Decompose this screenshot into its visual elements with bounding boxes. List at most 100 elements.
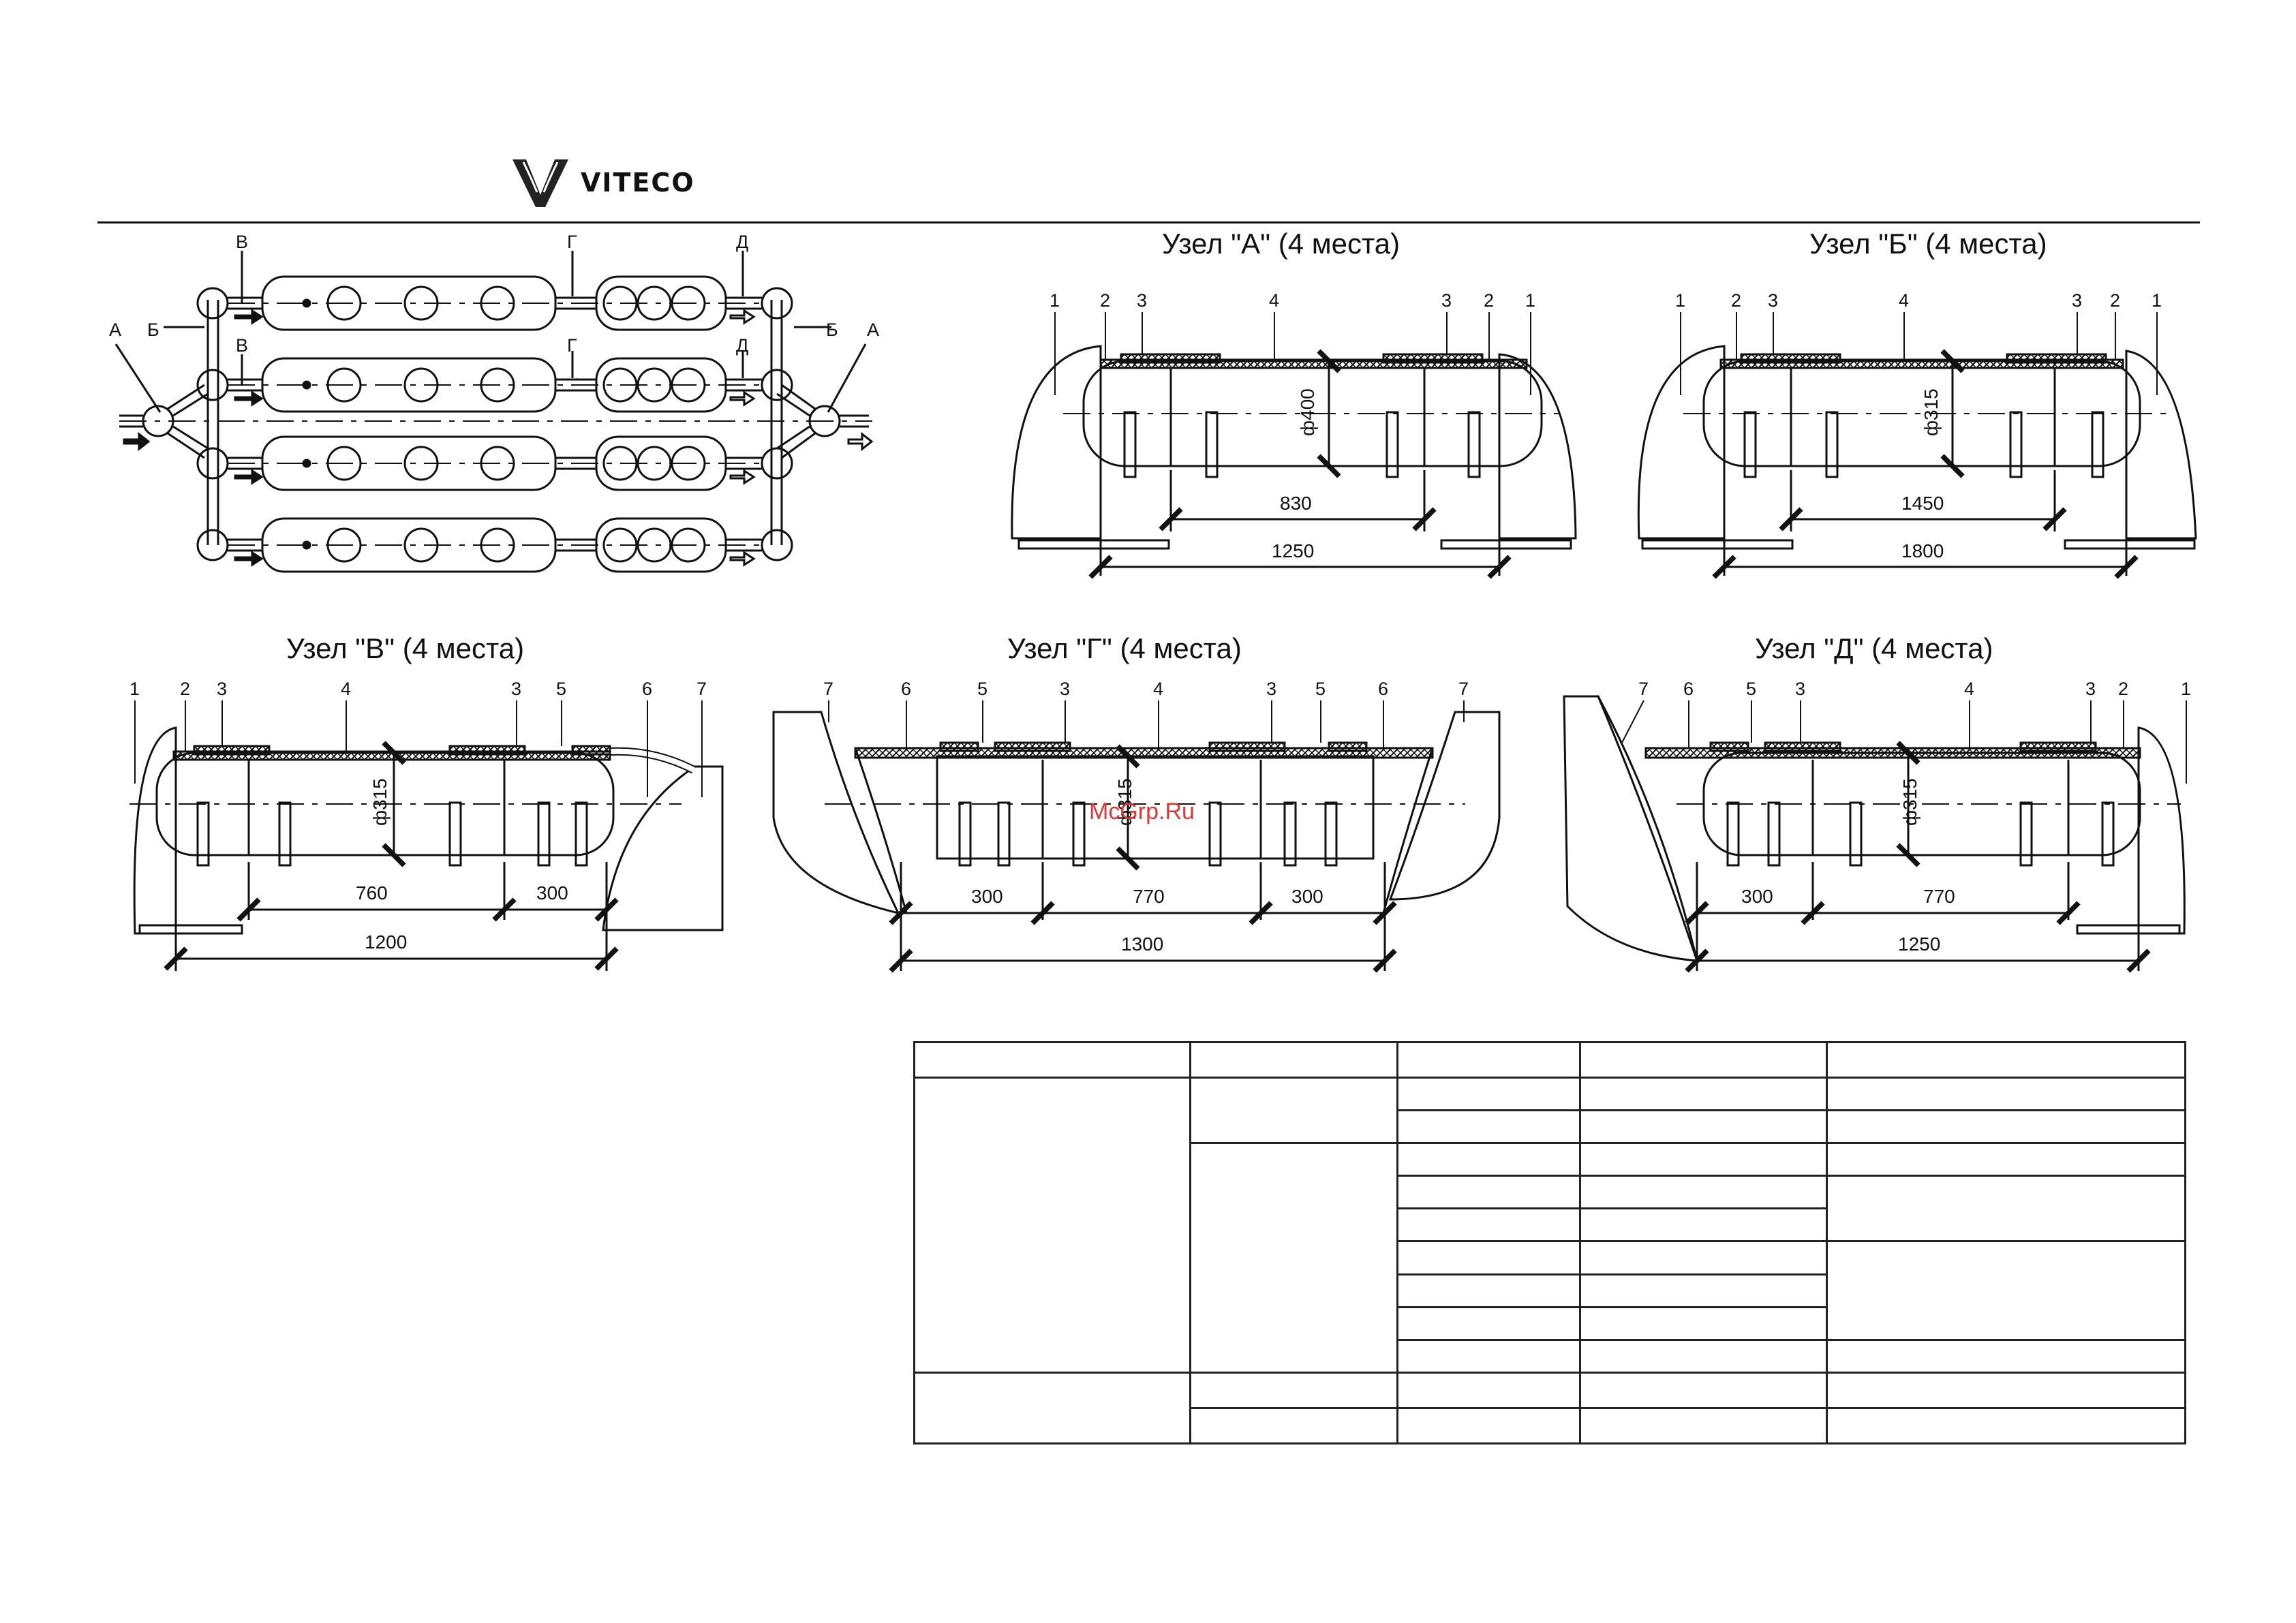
table-cell — [1579, 1371, 1828, 1409]
table-cell — [1579, 1109, 1828, 1145]
node-d-dim-770: 770 — [1923, 886, 1955, 907]
node-g-dim-770: 770 — [1133, 886, 1165, 907]
table-cell — [1826, 1142, 2186, 1177]
node-g-callouts: 7 6 5 3 4 3 5 6 7 — [823, 679, 1469, 699]
table-cell — [1396, 1040, 1581, 1079]
node-d-dim-300: 300 — [1741, 886, 1773, 907]
table-cell — [1396, 1240, 1581, 1276]
table-cell — [1189, 1371, 1398, 1409]
node-b-dim-overall: 1800 — [1901, 540, 1944, 561]
overview-label-d: Д — [736, 232, 748, 252]
table-row — [915, 1305, 2186, 1341]
flow-arrow-icon — [123, 431, 151, 452]
table-cell — [1189, 1040, 1398, 1079]
header-rule — [97, 221, 2200, 223]
table-row — [915, 1406, 2186, 1445]
table-row — [915, 1240, 2186, 1341]
callout-6: 6 — [1683, 679, 1694, 699]
table-row — [915, 1142, 2186, 1374]
node-a-dim-overall: 1250 — [1272, 540, 1314, 561]
node-b-callouts: 1 2 3 4 3 2 1 — [1675, 290, 2162, 311]
table-cell — [1826, 1040, 2186, 1079]
callout-3: 3 — [1441, 290, 1452, 311]
overview-row-3 — [196, 435, 793, 491]
callout-5: 5 — [556, 679, 566, 699]
table-cell — [1396, 1142, 1581, 1177]
table-row — [913, 1077, 2186, 1374]
flow-arrow-icon — [729, 469, 756, 485]
table-cell — [1579, 1175, 1828, 1210]
table-row — [915, 1175, 2186, 1243]
table-cell — [1826, 1175, 2186, 1243]
callout-1: 1 — [1050, 290, 1060, 311]
callout-5: 5 — [1746, 679, 1756, 699]
overview-label-a: А — [867, 320, 879, 340]
table-cell — [1579, 1305, 1828, 1341]
table-cell — [1826, 1240, 2186, 1341]
node-g-dim-300-left: 300 — [971, 886, 1003, 907]
table-row — [915, 1273, 2186, 1308]
node-g-detail: Узел "Г" (4 места) 7 6 — [772, 632, 1501, 973]
callout-1: 1 — [1675, 290, 1685, 311]
table-cell — [913, 1077, 1191, 1374]
brand-name: VITECO — [581, 168, 695, 198]
table-cell — [1396, 1338, 1581, 1374]
node-v-diameter: ф315 — [369, 778, 391, 826]
overview-label-b: Б — [826, 320, 838, 340]
watermark: McGrp.Ru — [1089, 799, 1195, 824]
overview-label-b: Б — [147, 320, 159, 340]
node-d-detail: Узел "Д" (4 места) 7 6 5 — [1563, 632, 2191, 973]
table-cell — [1396, 1077, 1581, 1112]
callout-6: 6 — [901, 679, 911, 699]
table-cell — [1396, 1305, 1581, 1341]
table-cell — [1579, 1040, 1828, 1079]
node-v-title: Узел "В" (4 места) — [286, 632, 524, 664]
table-row — [915, 1109, 2186, 1145]
callout-3: 3 — [1060, 679, 1070, 699]
table-cell — [1579, 1142, 1828, 1177]
callout-3: 3 — [1768, 290, 1778, 311]
callout-2: 2 — [2118, 679, 2128, 699]
overview-label-g: Г — [567, 335, 577, 356]
node-d-title: Узел "Д" (4 места) — [1755, 632, 1993, 664]
callout-3: 3 — [217, 679, 227, 699]
node-g-diameter: ф315 — [1114, 778, 1135, 826]
overview-scheme — [114, 251, 874, 573]
table-cell — [1396, 1371, 1581, 1409]
callout-7: 7 — [1458, 679, 1469, 699]
callout-4: 4 — [1899, 290, 1909, 311]
table-cell — [1826, 1371, 2186, 1409]
viteco-v-icon — [512, 159, 568, 207]
node-v-detail: Узел "В" (4 места) 1 2 — [129, 632, 724, 971]
overview-label-a: А — [109, 320, 121, 340]
callout-3: 3 — [1795, 679, 1805, 699]
overview-row-4 — [196, 517, 793, 573]
callout-6: 6 — [1378, 679, 1388, 699]
flow-arrow-icon — [729, 309, 756, 325]
specification-table — [913, 1040, 2186, 1445]
table-cell — [1189, 1077, 1398, 1145]
node-b-dim-inner: 1450 — [1901, 493, 1944, 514]
overview-row-1 — [196, 275, 793, 331]
node-g-dim-300-right: 300 — [1291, 886, 1323, 907]
callout-2: 2 — [180, 679, 190, 699]
flow-arrow-icon — [847, 431, 874, 452]
inlet-manifold-circle — [142, 405, 174, 437]
flow-arrow-icon — [234, 309, 264, 325]
callout-5: 5 — [977, 679, 988, 699]
callout-3: 3 — [2085, 679, 2096, 699]
callout-2: 2 — [1731, 290, 1741, 311]
node-b-title: Узел "Б" (4 места) — [1809, 228, 2047, 260]
callout-7: 7 — [697, 679, 707, 699]
table-cell — [1579, 1207, 1828, 1243]
callout-2: 2 — [2110, 290, 2120, 311]
node-g-dim-overall: 1300 — [1121, 933, 1163, 955]
node-a-detail: Узел "А" (4 места) 1 2 3 4 3 2 — [1011, 228, 1577, 579]
callout-3: 3 — [1266, 679, 1276, 699]
callout-2: 2 — [1484, 290, 1494, 311]
table-cell — [1189, 1406, 1398, 1445]
table-cell — [1396, 1406, 1581, 1445]
table-cell — [1826, 1109, 2186, 1145]
callout-3: 3 — [511, 679, 521, 699]
